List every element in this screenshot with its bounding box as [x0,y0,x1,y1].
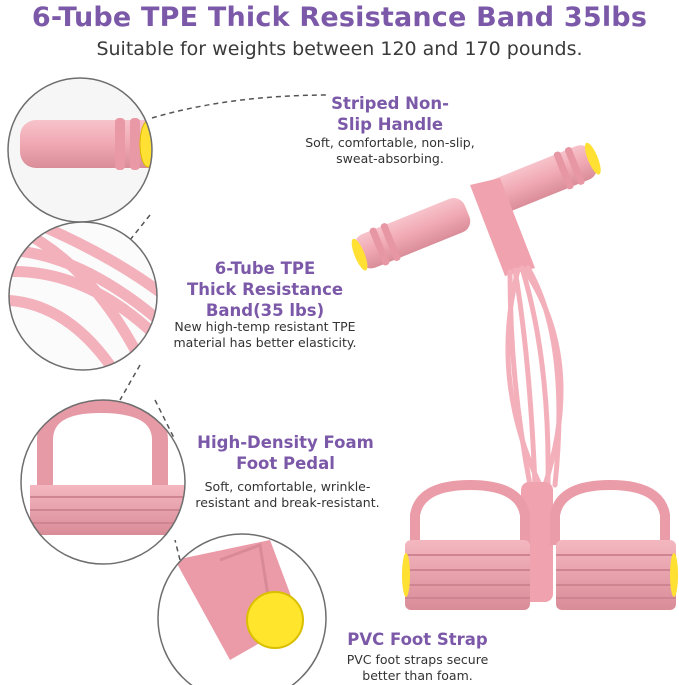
feature-pedal-desc: Soft, comfortable, wrinkle- resistant an… [195,479,380,510]
strap-closeup-image [157,533,327,685]
connector-lines [119,94,331,561]
pedal-closeup-image [20,399,186,565]
handle-closeup-image [7,77,153,223]
page-title: 6-Tube TPE Thick Resistance Band 35lbs [31,2,648,33]
product-image [351,142,678,610]
page-subtitle: Suitable for weights between 120 and 170… [96,38,583,60]
feature-strap-title: PVC Foot Strap [347,630,488,649]
feature-tube-title: 6-Tube TPE Thick Resistance Band(35 lbs) [186,259,344,320]
tube-closeup-image [8,221,158,371]
feature-tube-desc: New high-temp resistant TPE material has… [173,319,357,350]
feature-pedal-title: High-Density Foam Foot Pedal [197,433,374,473]
feature-strap-desc: PVC foot straps secure better than foam. [346,652,489,683]
feature-handle-desc: Soft, comfortable, non-slip, sweat-absor… [305,135,475,166]
feature-handle-title: Striped Non- Slip Handle [331,94,449,134]
